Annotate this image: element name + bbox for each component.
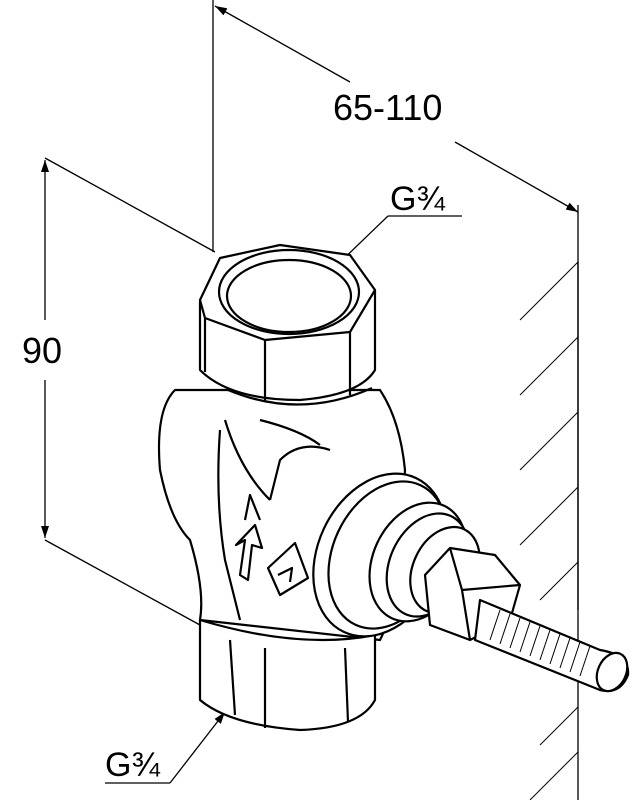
valve-body [157, 243, 630, 732]
wall-hatch [519, 261, 579, 800]
height-dimension-label: 90 [22, 330, 63, 371]
top-thread-label: G¾ [390, 180, 445, 218]
bottom-thread-label: G¾ [105, 746, 160, 784]
depth-dimension-label: 65-110 [333, 87, 443, 128]
